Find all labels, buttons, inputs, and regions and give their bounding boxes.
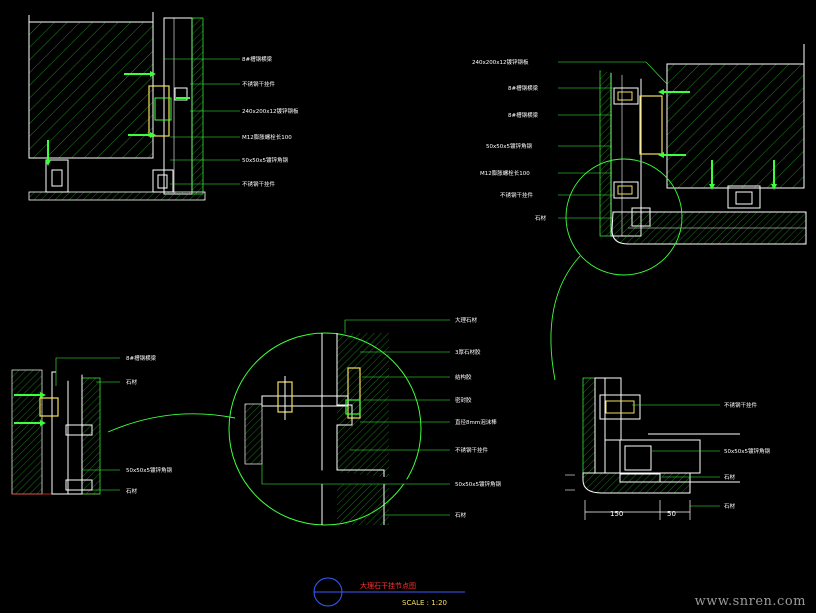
detail-label-6: 不锈钢干挂件: [455, 446, 489, 454]
tr-label-2: 8#槽钢横梁: [508, 84, 539, 92]
br-label-2: 50x50x5镀锌角钢: [724, 447, 771, 455]
tl-label-2: 不锈钢干挂件: [242, 80, 276, 88]
br-label-1: 不锈钢干挂件: [724, 401, 758, 409]
tr-label-7: 石材: [535, 214, 547, 222]
detail-label-4: 密封胶: [455, 396, 472, 404]
watermark: www.snren.com: [694, 594, 806, 609]
stone-panel-right: [610, 63, 642, 237]
tl-label-6: 不锈钢干挂件: [242, 180, 276, 188]
stone-panel: [163, 17, 193, 195]
drawing-title: 大理石干挂节点图: [360, 581, 416, 590]
ml-label-3: 50x50x5镀锌角钢: [126, 466, 173, 474]
concrete-wall: [28, 21, 154, 159]
section-bottom-right: 不锈钢干挂件 50x50x5镀锌角钢 石材 石材 150 50: [565, 377, 771, 520]
detail-callout-circle-top: [565, 158, 683, 276]
concrete-beam: [666, 63, 805, 189]
detail-callout-circle-center: [228, 332, 422, 526]
tl-label-4: M12膨胀螺栓长100: [242, 133, 292, 141]
tl-label-3: 240x200x12镀锌钢板: [242, 107, 299, 115]
ml-label-1: 8#槽钢横梁: [126, 354, 157, 362]
detail-label-3: 结构胶: [455, 373, 472, 381]
tl-label-5: 50x50x5镀锌角钢: [242, 156, 289, 164]
section-top-left: 8#槽钢横梁 不锈钢干挂件 240x200x12镀锌钢板 M12膨胀螺栓长100…: [28, 12, 299, 201]
detail-label-5: 直径8mm泡沫棒: [455, 418, 497, 426]
tr-label-5: M12膨胀螺栓长100: [480, 169, 530, 177]
section-top-right: 240x200x12镀锌钢板 8#槽钢横梁 8#槽钢横梁 50x50x5镀锌角钢…: [472, 44, 807, 276]
dimension-150: 150: [610, 510, 623, 518]
tr-label-6: 不锈钢干挂件: [500, 191, 534, 199]
tl-label-1: 8#槽钢横梁: [242, 55, 273, 63]
floor-slab: [28, 191, 206, 201]
tr-label-3: 8#槽钢横梁: [508, 111, 539, 119]
br-label-4: 石材: [724, 502, 736, 510]
title-block: 大理石干挂节点图 SCALE : 1:20: [313, 577, 465, 607]
detail-label-7: 50x50x5镀锌角钢: [455, 480, 502, 488]
br-label-3: 石材: [724, 473, 736, 481]
detail-label-1: 大理石材: [455, 316, 478, 324]
dimension-50: 50: [667, 510, 676, 518]
ml-label-2: 石材: [126, 378, 138, 386]
detail-label-2: 3厚石材胶: [455, 348, 481, 356]
tr-label-4: 50x50x5镀锌角钢: [486, 142, 533, 150]
tr-label-1: 240x200x12镀锌钢板: [472, 58, 529, 66]
drawing-scale: SCALE : 1:20: [402, 599, 447, 607]
section-center-detail: 大理石材 3厚石材胶 结构胶 密封胶 直径8mm泡沫棒 不锈钢干挂件 50x50…: [228, 316, 502, 526]
ml-label-4: 石材: [126, 487, 138, 495]
section-mid-left: 8#槽钢横梁 石材 50x50x5镀锌角钢 石材: [11, 354, 236, 495]
detail-label-8: 石材: [455, 511, 467, 519]
